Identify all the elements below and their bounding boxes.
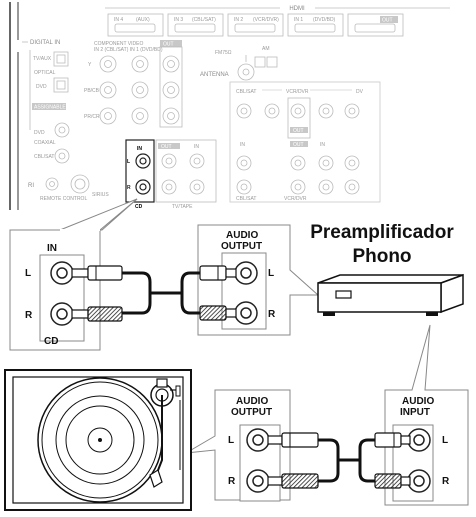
dvd-optical-label: DVD [36, 84, 47, 90]
hdmi-sub-dvd: (DVD/BD) [313, 17, 336, 23]
receiver-cd-in-label: IN [137, 146, 142, 152]
hdmi-in1-label: IN 1 [294, 17, 303, 23]
hdmi-sub-vcr: (VCR/DVR) [253, 17, 279, 23]
turntable-output-title-1: AUDIO [236, 396, 268, 407]
remote-sirius-section: RI REMOTE CONTROL SIRIUS [28, 174, 109, 202]
hdmi-sub-cbl: (CBL/SAT) [192, 17, 216, 23]
preamp-output-r: R [268, 309, 276, 320]
assignable-label: ASSIGNABLE [34, 105, 66, 111]
cbl-in-label: IN [240, 142, 245, 148]
vcr-out-label-1: OUT [293, 128, 304, 134]
preamp-input-title-2: INPUT [400, 407, 430, 418]
digital-in-section: DIGITAL IN TV/AUX OPTICAL DVD ASSIGNABLE… [22, 40, 70, 164]
hdmi-out-label: OUT [382, 18, 393, 24]
optical-label: OPTICAL [34, 70, 56, 76]
turntable-output-callout: AUDIO OUTPUT L R [185, 389, 291, 502]
cd-l-label: L [25, 268, 31, 279]
receiver-back-panel: HDMI IN 4 IN 3 IN 2 IN 1 OUT (AUX) (CBL/… [9, 2, 450, 210]
component-sub-label: IN 2 (CBL/SAT) IN 1 (DVD/BD) [94, 47, 163, 53]
hdmi-in2-label: IN 2 [234, 17, 243, 23]
ri-label: RI [28, 183, 34, 189]
turntable-output-title-2: OUTPUT [231, 407, 272, 418]
preamp-output-l: L [268, 268, 274, 279]
preamp-input-r: R [442, 476, 450, 487]
preamp-title-line2: Phono [352, 246, 411, 267]
fm-label: FM75Ω [215, 50, 232, 56]
preamp-device [317, 273, 464, 316]
coaxial-label: COAXIAL [34, 140, 56, 146]
preamp-output-title-2: OUTPUT [221, 241, 262, 252]
preamp-title-line1: Preamplificador [310, 222, 454, 243]
cd-in-label: IN [47, 243, 57, 254]
preamp-output-title-1: AUDIO [226, 230, 258, 241]
turntable-output-l: L [228, 435, 234, 446]
cbl-sat-bottom-label: CBL/SAT [236, 196, 256, 202]
analog-av-section: CBL/SAT VCR/DVR DV OUT IN IN OUT [229, 81, 381, 203]
cd-label: CD [44, 336, 58, 347]
remote-control-label: REMOTE CONTROL [40, 196, 87, 202]
vcr-out-label-2: OUT [293, 142, 304, 148]
component-video-section: COMPONENT VIDEO IN 2 (CBL/SAT) IN 1 (DVD… [84, 40, 183, 128]
tape-in-label: IN [194, 144, 199, 150]
digital-in-label: DIGITAL IN [30, 40, 60, 46]
turntable-device [4, 369, 192, 511]
preamp-input-callout: AUDIO INPUT L R [384, 324, 469, 506]
am-label: AM [262, 46, 270, 52]
vcr-dvr-bottom-label: VCR/DVR [284, 196, 307, 202]
receiver-cd-l-label: L [127, 159, 130, 165]
pb-cb-label: PB/CB [84, 88, 100, 94]
monitor-out-label: OUT [163, 42, 174, 48]
hdmi-ports: IN 4 IN 3 IN 2 IN 1 OUT (AUX) (CBL/SAT) … [107, 13, 404, 37]
vcr-dvr-top-label: VCR/DVR [286, 89, 309, 95]
vcr-in-label: IN [320, 142, 325, 148]
component-video-label: COMPONENT VIDEO [94, 41, 143, 47]
receiver-cd-label: CD [135, 204, 143, 210]
hdmi-sub-aux: (AUX) [136, 17, 150, 23]
dvd-coax-label: DVD [34, 130, 45, 136]
pr-cr-label: PR/CR [84, 114, 100, 120]
antenna-label: ANTENNA [200, 72, 229, 78]
cbl-sat-coax-label: CBL/SAT [34, 154, 54, 160]
preamp-input-title-1: AUDIO [402, 396, 434, 407]
tv-aux-label: TV/AUX [33, 56, 52, 62]
tape-out-label: OUT [161, 144, 172, 150]
antenna-section: FM75Ω ANTENNA AM [200, 46, 278, 81]
rca-cable-cd-preamp [71, 265, 237, 322]
preamp-input-l: L [442, 435, 448, 446]
cbl-sat-top-label: CBL/SAT [236, 89, 256, 95]
cd-r-label: R [25, 310, 33, 321]
turntable-output-r: R [228, 476, 236, 487]
rca-cable-turntable-preamp [267, 432, 411, 489]
dvd-top-label: DV [356, 89, 364, 95]
y-label: Y [88, 62, 92, 68]
sirius-label: SIRIUS [92, 192, 109, 198]
receiver-cd-block: IN L R CD OUT IN TV/TAPE [125, 139, 217, 210]
tv-tape-label: TV/TAPE [172, 204, 193, 210]
receiver-cd-r-label: R [127, 185, 131, 191]
hdmi-in3-label: IN 3 [174, 17, 183, 23]
hdmi-label: HDMI [289, 6, 305, 12]
hdmi-in4-label: IN 4 [114, 17, 123, 23]
